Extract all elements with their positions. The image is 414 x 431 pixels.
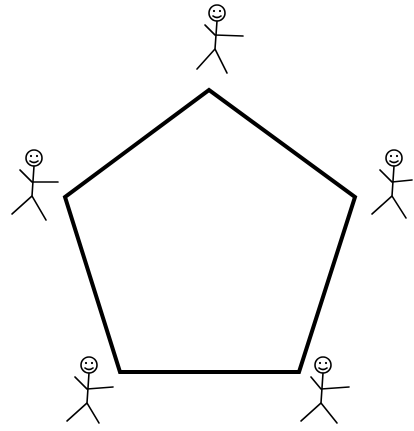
stick-figure-legs	[372, 196, 406, 218]
stick-figure-head	[386, 150, 402, 166]
stick-figure-arms	[75, 377, 113, 389]
stick-figure-body	[32, 166, 34, 196]
stick-figure-bottom-left	[67, 357, 113, 423]
stick-figure-legs	[301, 403, 337, 423]
stick-figure-top	[197, 5, 243, 73]
stick-figure-arms	[311, 377, 349, 389]
stick-figure-head	[209, 5, 225, 21]
stick-figure-bottom-right	[301, 357, 349, 423]
stick-figure-legs	[197, 49, 227, 73]
pentagon-shape	[65, 90, 355, 372]
stick-figure-arms	[20, 170, 58, 182]
stick-figure-body	[392, 166, 394, 196]
stick-figure-body	[321, 373, 323, 403]
stick-figure-legs	[67, 403, 99, 423]
stick-figure-arms	[380, 170, 412, 182]
stick-figure-right	[372, 150, 412, 218]
stick-figure-head	[315, 357, 331, 373]
stick-figure-head	[81, 357, 97, 373]
stick-figure-legs	[12, 196, 46, 220]
stick-figure-head	[26, 150, 42, 166]
stick-figure-body	[87, 373, 89, 403]
stick-figure-left	[12, 150, 58, 220]
stick-figure-arms	[205, 25, 243, 36]
